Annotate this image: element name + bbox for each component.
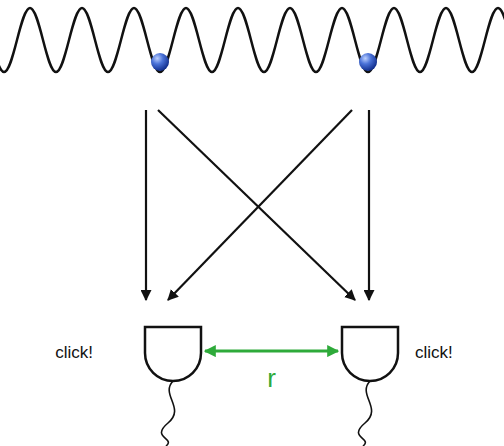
atom [151, 53, 169, 71]
click-label: click! [415, 343, 453, 363]
click-label: click! [55, 343, 93, 363]
atom [359, 53, 377, 71]
detector-cup [145, 327, 201, 381]
detector-outline [340, 325, 400, 383]
photon-arrow [168, 110, 352, 300]
detector-outline [143, 325, 203, 383]
photon-detector: click! [340, 325, 400, 383]
photon-arrow [145, 110, 147, 300]
detector-wire [161, 381, 174, 446]
distance-arrow [205, 350, 338, 353]
detector-wire [358, 381, 371, 446]
photon-detector: click! [143, 325, 203, 383]
photon-arrow [158, 110, 355, 300]
photon-arrow [368, 110, 370, 300]
lattice-potential [0, 8, 504, 72]
distance-label: r [265, 365, 278, 391]
detector-cup [342, 327, 398, 381]
